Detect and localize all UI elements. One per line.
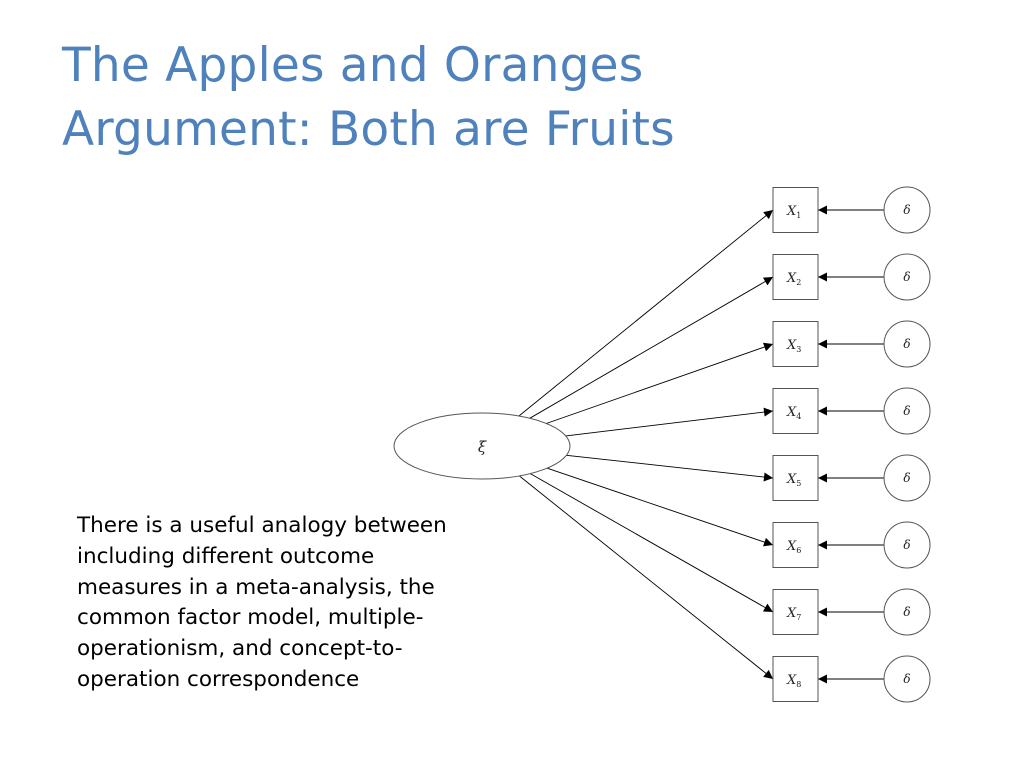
error-label-2: δ bbox=[903, 270, 910, 284]
indicator-subscript-1: 1 bbox=[796, 211, 801, 220]
error-term-3: δ bbox=[883, 320, 931, 368]
error-label-1: δ bbox=[903, 203, 910, 217]
indicator-subscript-4: 4 bbox=[796, 412, 801, 421]
loading-arrow-1 bbox=[518, 209, 774, 417]
indicator-x8: X8 bbox=[772, 656, 819, 702]
error-circle-7 bbox=[883, 588, 931, 636]
loading-arrow-7 bbox=[530, 473, 774, 613]
loading-arrow-4 bbox=[565, 407, 774, 437]
error-label-3: δ bbox=[903, 337, 910, 351]
error-term-4: δ bbox=[883, 387, 931, 435]
indicator-subscript-3: 3 bbox=[796, 345, 801, 354]
title-line-2: Argument: Both are Fruits bbox=[62, 102, 675, 157]
indicator-box-2 bbox=[772, 254, 819, 300]
body-line-3: measures in a meta-analysis, the bbox=[77, 574, 435, 600]
indicator-subscript-7: 7 bbox=[796, 613, 801, 622]
latent-factor-node: ξ bbox=[393, 412, 571, 480]
error-term-7: δ bbox=[883, 588, 931, 636]
error-term-8: δ bbox=[883, 655, 931, 703]
error-circle-4 bbox=[883, 387, 931, 435]
error-circle-8 bbox=[883, 655, 931, 703]
body-line-5: operationism, and concept-to- bbox=[77, 636, 403, 662]
error-circle-6 bbox=[883, 521, 931, 569]
indicator-box-6 bbox=[772, 522, 819, 568]
error-nodes: δ δ δ δ δ δ δ δ bbox=[883, 186, 931, 703]
indicator-subscript-8: 8 bbox=[796, 680, 801, 689]
error-paths bbox=[818, 205, 884, 684]
indicator-x4: X4 bbox=[772, 388, 819, 434]
indicator-box-4 bbox=[772, 388, 819, 434]
factor-loading-paths bbox=[518, 209, 774, 680]
body-line-6: operation correspondence bbox=[77, 666, 360, 692]
slide-body-text: There is a useful analogy between includ… bbox=[77, 511, 537, 696]
indicator-box-5 bbox=[772, 455, 819, 501]
indicator-x1: X1 bbox=[772, 187, 819, 233]
indicator-x2: X2 bbox=[772, 254, 819, 300]
indicator-box-7 bbox=[772, 589, 819, 635]
title-line-1: The Apples and Oranges bbox=[62, 38, 644, 93]
latent-factor-ellipse bbox=[393, 412, 571, 480]
loading-arrow-2 bbox=[529, 276, 774, 419]
indicator-x5: X5 bbox=[772, 455, 819, 501]
indicator-subscript-2: 2 bbox=[796, 278, 801, 287]
error-circle-1 bbox=[883, 186, 931, 234]
error-label-4: δ bbox=[903, 404, 910, 418]
error-term-1: δ bbox=[883, 186, 931, 234]
loading-arrow-8 bbox=[519, 475, 774, 680]
error-circle-2 bbox=[883, 253, 931, 301]
error-label-5: δ bbox=[903, 471, 910, 485]
indicator-x7: X7 bbox=[772, 589, 819, 635]
body-line-2: including different outcome bbox=[77, 543, 375, 569]
error-term-5: δ bbox=[883, 454, 931, 502]
indicator-subscript-5: 5 bbox=[796, 479, 801, 488]
error-label-8: δ bbox=[903, 672, 910, 686]
error-term-2: δ bbox=[883, 253, 931, 301]
error-circle-5 bbox=[883, 454, 931, 502]
error-label-6: δ bbox=[903, 538, 910, 552]
error-term-6: δ bbox=[883, 521, 931, 569]
indicator-box-8 bbox=[772, 656, 819, 702]
indicator-x6: X6 bbox=[772, 522, 819, 568]
loading-arrow-5 bbox=[566, 454, 774, 482]
loading-arrow-3 bbox=[546, 342, 774, 424]
slide-title: The Apples and Oranges Argument: Both ar… bbox=[62, 34, 675, 162]
body-line-1: There is a useful analogy between bbox=[77, 513, 447, 538]
body-line-4: common factor model, multiple- bbox=[77, 605, 424, 631]
indicator-subscript-6: 6 bbox=[796, 546, 801, 555]
indicator-box-3 bbox=[772, 321, 819, 367]
error-label-7: δ bbox=[903, 605, 910, 619]
indicator-x3: X3 bbox=[772, 321, 819, 367]
error-circle-3 bbox=[883, 320, 931, 368]
latent-factor-label: ξ bbox=[478, 438, 487, 456]
loading-arrow-6 bbox=[547, 467, 774, 547]
indicator-box-1 bbox=[772, 187, 819, 233]
